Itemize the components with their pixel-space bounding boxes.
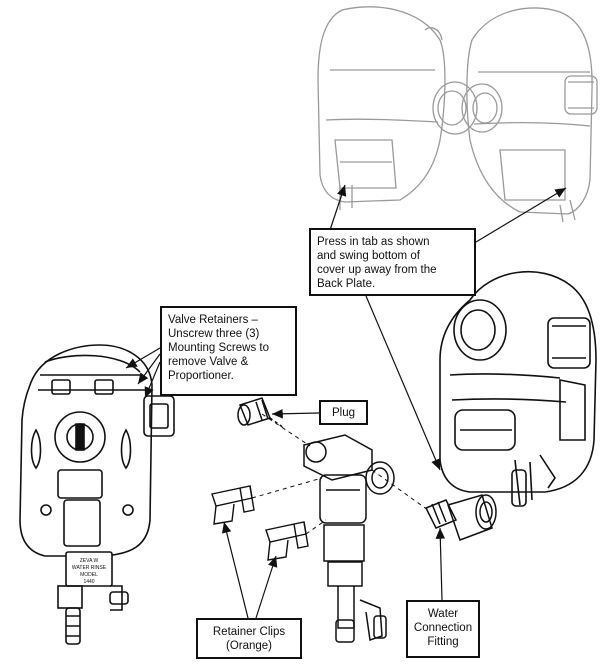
device-label-line: 1440 xyxy=(83,579,94,585)
device-label-line: WATER RINSE xyxy=(72,565,107,571)
water-fitting-part xyxy=(424,494,497,541)
plug-part xyxy=(237,397,285,429)
callout-line: cover up away from the xyxy=(317,264,437,276)
explode-lines xyxy=(251,413,429,535)
callout-line: Unscrew three (3) xyxy=(168,328,260,340)
leader-valve-3 xyxy=(144,361,161,399)
callout-line: Fitting xyxy=(427,636,459,648)
leader-valve-1 xyxy=(125,347,161,369)
callout-line: Proportioner. xyxy=(168,370,234,382)
device-model-label: ZEVA W WATER RINSE MODEL 1440 xyxy=(72,558,107,585)
cover-left-ghost xyxy=(317,6,478,210)
callout-valve-retainers: Valve Retainers – Unscrew three (3) Moun… xyxy=(160,306,297,396)
leader-retainer-2 xyxy=(255,555,278,619)
leader-water xyxy=(435,527,446,601)
callout-line: Back Plate. xyxy=(317,278,376,290)
leader-valve-2 xyxy=(137,353,161,385)
callout-line: and swing bottom of xyxy=(317,250,420,262)
cover-right-black xyxy=(439,270,597,507)
device-label-line: ZEVA W xyxy=(80,558,99,564)
leader-press-to-left-cover xyxy=(329,184,347,231)
leader-press-to-bottom-cover xyxy=(365,295,441,471)
callout-line: Mounting Screws to xyxy=(168,342,269,354)
callout-line: Valve Retainers – xyxy=(168,314,258,326)
callout-line: remove Valve & xyxy=(168,356,249,368)
leader-press-to-right-cover xyxy=(465,187,567,249)
device-label-line: MODEL xyxy=(80,572,98,578)
callout-retainer-clips: Retainer Clips (Orange) xyxy=(196,618,302,659)
retainer-clip-upper xyxy=(211,485,255,525)
callout-line: (Orange) xyxy=(225,640,273,652)
valve-body xyxy=(303,434,395,643)
callout-line: Connection xyxy=(413,622,473,634)
leader-lines xyxy=(125,184,567,619)
retainer-clip-lower xyxy=(265,521,309,561)
callout-plug: Plug xyxy=(319,400,368,425)
leader-plug xyxy=(271,408,320,419)
callout-press-tab: Press in tab as shown and swing bottom o… xyxy=(309,228,476,296)
cover-right-ghost xyxy=(461,7,598,223)
callout-line: Press in tab as shown xyxy=(317,236,430,248)
callout-line: Water xyxy=(427,608,459,620)
callout-line: Plug xyxy=(331,407,356,419)
leader-retainer-1 xyxy=(221,521,249,619)
callout-water-fitting: Water Connection Fitting xyxy=(406,600,480,658)
backplate-assembly xyxy=(19,344,175,645)
callout-line: Retainer Clips xyxy=(212,626,286,638)
